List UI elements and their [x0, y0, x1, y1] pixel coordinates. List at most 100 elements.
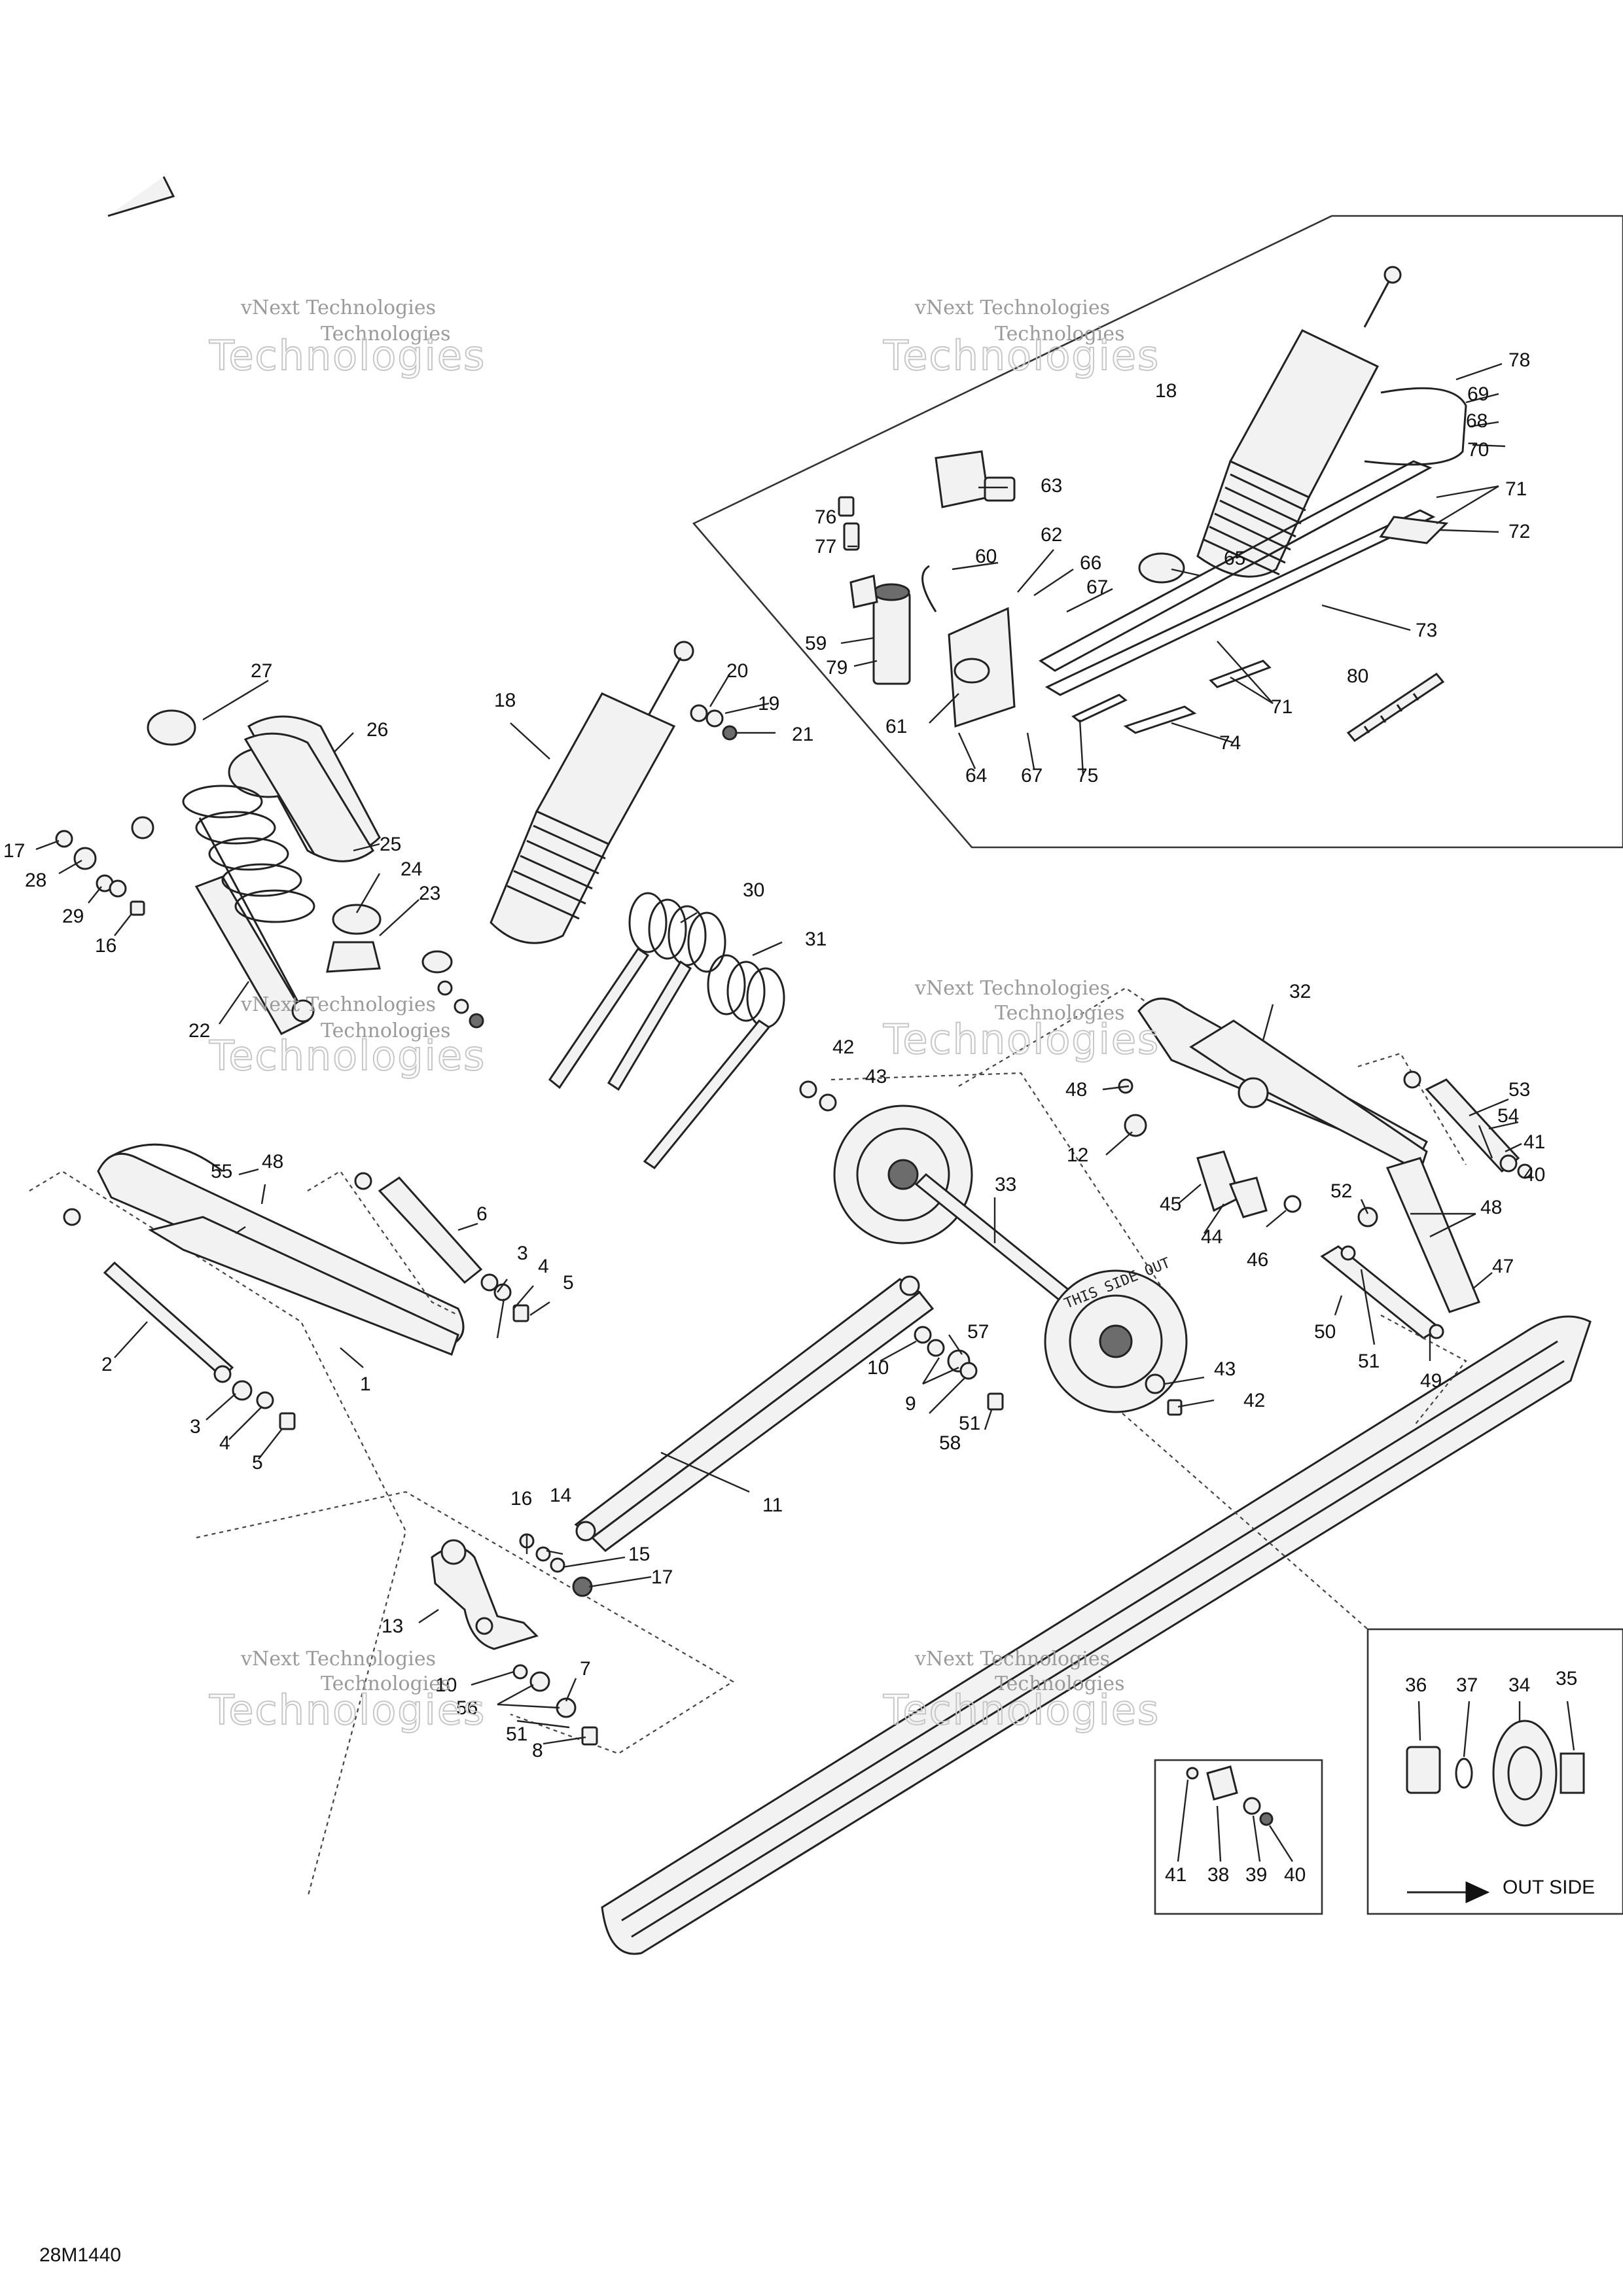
callout-14: 14: [550, 1485, 571, 1506]
callout-10: 10: [867, 1357, 889, 1379]
actuator-motor: [838, 496, 911, 685]
callout-52: 52: [1330, 1180, 1352, 1202]
svg-text:Technologies: Technologies: [883, 1016, 1160, 1063]
callout-18b: 18: [1155, 380, 1177, 402]
sensor-plates: [1071, 660, 1272, 734]
callout-67b: 67: [1021, 765, 1043, 786]
callout-5: 5: [252, 1452, 263, 1474]
callout-17: 17: [651, 1566, 673, 1588]
callout-64: 64: [965, 765, 987, 786]
callout-40: 40: [1284, 1864, 1306, 1886]
svg-text:vNext Technologies: vNext Technologies: [914, 296, 1110, 319]
rear-arm: [958, 987, 1428, 1173]
svg-text:vNext Technologies: vNext Technologies: [914, 1648, 1110, 1670]
callout-5b: 5: [563, 1272, 574, 1294]
callout-66: 66: [1080, 552, 1101, 574]
callout-60: 60: [975, 546, 997, 567]
svg-text:Technologies: Technologies: [321, 1672, 451, 1695]
motor-bracket: [921, 565, 1016, 728]
callout-28: 28: [25, 870, 46, 891]
callout-39: 39: [1245, 1864, 1267, 1886]
svg-text:Technologies: Technologies: [883, 1686, 1160, 1734]
left-hardware: [55, 830, 145, 916]
shock-absorber-left: [421, 641, 694, 974]
callout-12: 12: [1067, 1144, 1088, 1166]
mount-plates: [1196, 1150, 1302, 1218]
callout-3b: 3: [517, 1243, 528, 1264]
callout-25: 25: [380, 834, 401, 855]
callout-17b: 17: [3, 840, 25, 862]
callout-69: 69: [1467, 383, 1489, 405]
inset-wheel-box: [1366, 1628, 1623, 1915]
link-rod: [307, 1170, 529, 1322]
callout-61: 61: [885, 716, 907, 737]
callout-8: 8: [532, 1740, 543, 1761]
upper-shock-hardware: [437, 704, 738, 1029]
watermarks: vNext Technologies Technologies Technolo…: [208, 296, 1160, 1735]
callout-77: 77: [815, 536, 836, 557]
callout-30: 30: [743, 879, 764, 901]
callout-68: 68: [1466, 410, 1488, 432]
callout-51b: 51: [959, 1413, 980, 1434]
callout-74: 74: [1219, 732, 1241, 754]
callout-38: 38: [1207, 1864, 1229, 1886]
svg-text:Technologies: Technologies: [209, 1686, 486, 1734]
callout-48b: 48: [262, 1151, 283, 1173]
callout-labels: 1 2 3 3 4 4 5 5 6 7 8 9 10 10 11 12 13 1…: [3, 349, 1577, 1886]
callout-46: 46: [1247, 1249, 1268, 1271]
callout-48: 48: [1065, 1079, 1087, 1101]
callout-42: 42: [832, 1036, 854, 1058]
threaded-rod: [1346, 673, 1445, 742]
callout-7: 7: [580, 1658, 591, 1680]
callout-57: 57: [967, 1321, 989, 1343]
valve-block: [935, 450, 1016, 508]
svg-text:Technologies: Technologies: [995, 1672, 1125, 1695]
callout-41: 41: [1165, 1864, 1186, 1886]
callout-48c: 48: [1480, 1197, 1502, 1218]
callout-18: 18: [494, 690, 516, 711]
callout-43b: 43: [1214, 1358, 1236, 1380]
callout-41b: 41: [1524, 1131, 1545, 1153]
callout-56: 56: [456, 1697, 478, 1719]
callout-11: 11: [762, 1494, 783, 1516]
callout-26: 26: [366, 719, 388, 741]
callout-71b: 71: [1271, 696, 1293, 718]
callout-40b: 40: [1524, 1164, 1545, 1186]
callout-53: 53: [1508, 1079, 1530, 1101]
callout-16b: 16: [95, 935, 116, 957]
callout-15: 15: [628, 1544, 650, 1565]
callout-59: 59: [805, 633, 827, 654]
upper-link: [1403, 1070, 1533, 1179]
torsion-springs: [548, 892, 785, 1170]
callout-9: 9: [905, 1393, 916, 1415]
callout-20: 20: [726, 660, 748, 682]
sensor-rail: [1039, 460, 1449, 696]
callout-50: 50: [1314, 1321, 1336, 1343]
callout-33: 33: [995, 1174, 1016, 1195]
svg-text:Technologies: Technologies: [209, 1032, 486, 1080]
callout-35: 35: [1556, 1668, 1577, 1689]
callout-67: 67: [1086, 576, 1108, 598]
svg-text:Technologies: Technologies: [321, 1019, 451, 1042]
idler-wheel-shaft: [799, 1072, 1188, 1416]
callout-58: 58: [939, 1432, 961, 1454]
callout-75: 75: [1077, 765, 1098, 786]
callout-21: 21: [792, 724, 813, 745]
svg-text:vNext Technologies: vNext Technologies: [240, 993, 436, 1016]
callout-76: 76: [815, 506, 836, 528]
svg-text:vNext Technologies: vNext Technologies: [240, 1648, 436, 1670]
callout-1: 1: [360, 1373, 371, 1395]
callout-27: 27: [251, 660, 272, 682]
front-arm: [29, 1143, 465, 1898]
svg-text:vNext Technologies: vNext Technologies: [914, 977, 1110, 1000]
callout-37: 37: [1456, 1674, 1478, 1696]
callout-44: 44: [1201, 1226, 1222, 1248]
callout-36: 36: [1405, 1674, 1427, 1696]
svg-text:vNext Technologies: vNext Technologies: [240, 296, 436, 319]
callout-51c: 51: [506, 1723, 527, 1745]
callout-10b: 10: [435, 1674, 457, 1696]
callout-6: 6: [476, 1203, 488, 1225]
center-hardware: [914, 1326, 1004, 1411]
